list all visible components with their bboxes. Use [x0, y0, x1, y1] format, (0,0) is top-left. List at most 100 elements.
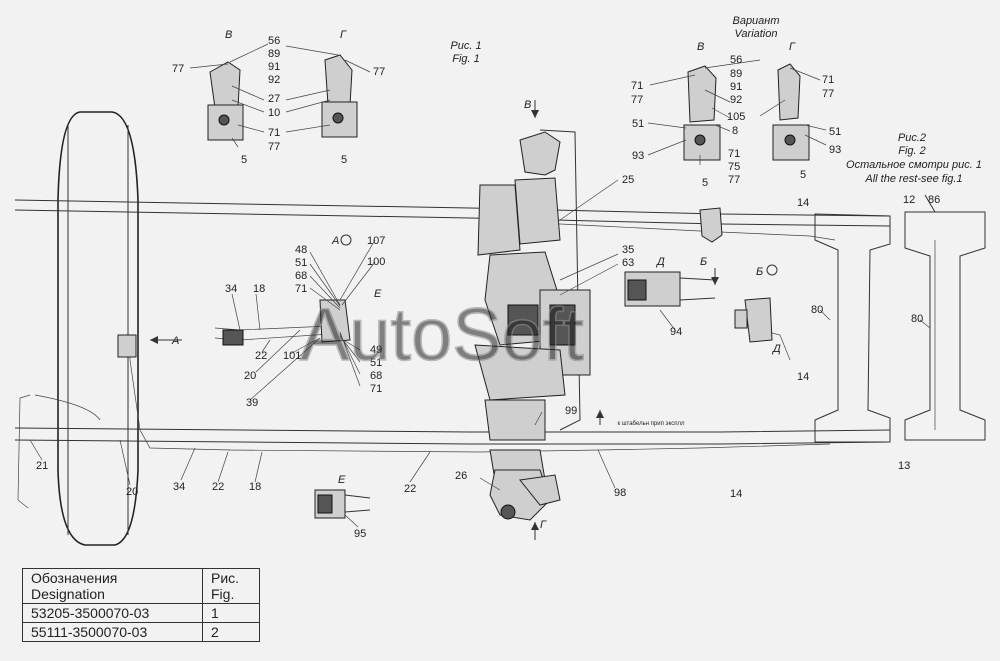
callout-label: 63 — [622, 257, 634, 269]
circle-marker-a — [340, 234, 352, 246]
watermark: AutoSoft — [300, 293, 584, 376]
callout-label: 93 — [829, 144, 841, 156]
view-letter: Б — [756, 266, 763, 278]
designation-cell: 55111-3500070-03 — [22, 622, 203, 642]
view-letter: Б — [700, 256, 707, 268]
callout-label: 77 — [373, 66, 385, 78]
caption-small-note: к штабельн прип эксплл — [617, 421, 685, 427]
callout-label: 22 — [404, 483, 416, 495]
callout-label: 56 — [268, 35, 280, 47]
callout-label: 77 — [268, 141, 280, 153]
callout-label: 34 — [225, 283, 237, 295]
callout-label: 51 — [370, 357, 382, 369]
callout-label: 26 — [455, 470, 467, 482]
header-designation: Обозначения Designation — [22, 568, 203, 604]
callout-label: 10 — [268, 107, 280, 119]
wheel-tire — [57, 111, 139, 546]
callout-label: 89 — [730, 68, 742, 80]
fitting-e-view — [314, 489, 371, 519]
callout-label: 71 — [295, 283, 307, 295]
caption-fig2-ru: Рис.2 — [898, 132, 926, 144]
callout-label: 22 — [255, 350, 267, 362]
callout-label: 13 — [898, 460, 910, 472]
designation-cell: 53205-3500070-03 — [22, 603, 203, 623]
detail-view-g-right — [772, 63, 810, 161]
callout-label: 27 — [268, 93, 280, 105]
callout-label: 105 — [727, 111, 745, 123]
view-letter: В — [524, 99, 531, 111]
header-fig: Рис. Fig. — [202, 568, 260, 604]
caption-variant-ru: Вариант — [732, 15, 779, 27]
marker-12-86 — [924, 194, 936, 213]
callout-label: 77 — [172, 63, 184, 75]
callout-label: 35 — [622, 244, 634, 256]
fig-cell: 2 — [202, 622, 260, 642]
callout-label: 71 — [370, 383, 382, 395]
view-letter: Г — [340, 29, 347, 41]
callout-label: 92 — [268, 74, 280, 86]
callout-label: 80 — [811, 304, 823, 316]
callout-label: 5 — [341, 154, 347, 166]
callout-label: 21 — [36, 460, 48, 472]
caption-fig1-ru: Рис. 1 — [450, 40, 481, 52]
callout-label: 77 — [822, 88, 834, 100]
caption-variant-en: Variation — [734, 28, 777, 40]
central-assembly — [474, 129, 591, 521]
view-letter: Д — [655, 256, 665, 268]
view-letter: А — [171, 335, 179, 347]
frame-rails — [14, 199, 986, 445]
table-header-row: Обозначения Designation Рис. Fig. — [22, 568, 260, 604]
callout-label: 56 — [730, 54, 742, 66]
callout-label: 5 — [800, 169, 806, 181]
callout-numbers: 77 56 89 91 92 27 10 71 77 5 77 5 71 77 … — [36, 35, 940, 540]
callout-label: 12 — [903, 194, 915, 206]
callout-label: 86 — [928, 194, 940, 206]
callout-label: 14 — [797, 371, 809, 383]
callout-label: 18 — [253, 283, 265, 295]
callout-label: 68 — [370, 370, 382, 382]
callout-label: 77 — [728, 174, 740, 186]
fig-cell: 1 — [202, 603, 260, 623]
detail-view-v-right — [683, 65, 721, 161]
callout-label: 34 — [173, 481, 185, 493]
callout-label: 77 — [631, 94, 643, 106]
callout-label: 5 — [241, 154, 247, 166]
callout-label: 99 — [565, 405, 577, 417]
callout-label: 75 — [728, 161, 740, 173]
view-letters: В Г В Г А А В Б Б Д Д Е Е Г — [171, 29, 796, 531]
callout-label: 5 — [702, 177, 708, 189]
callout-label: 14 — [797, 197, 809, 209]
callout-label: 80 — [911, 313, 923, 325]
detail-view-v-left — [207, 61, 244, 141]
callout-label: 89 — [268, 48, 280, 60]
circle-marker-b — [766, 264, 778, 276]
callout-label: 22 — [212, 481, 224, 493]
view-letter: Д — [771, 343, 781, 355]
callout-label: 51 — [829, 126, 841, 138]
callout-label: 68 — [295, 270, 307, 282]
leader-lines — [29, 43, 931, 528]
view-letter: Г — [540, 519, 547, 531]
callout-label: 49 — [370, 344, 382, 356]
view-letter: Е — [374, 288, 382, 300]
callout-label: 98 — [614, 487, 626, 499]
caption-fig2-en: Fig. 2 — [898, 145, 926, 157]
fitting-d-view — [624, 271, 716, 307]
callout-label: 94 — [670, 326, 682, 338]
caption-fig1-en: Fig. 1 — [452, 53, 480, 65]
caption-fig2-note-en: All the rest-see fig.1 — [864, 173, 962, 185]
valve-top-right — [699, 207, 723, 243]
table-row: 53205-3500070-03 1 — [22, 603, 260, 623]
callout-label: 20 — [126, 486, 138, 498]
view-letter: В — [225, 29, 232, 41]
callout-label: 91 — [730, 81, 742, 93]
view-arrows — [150, 100, 719, 540]
callout-label: 14 — [730, 488, 742, 500]
designation-table: Обозначения Designation Рис. Fig. 53205-… — [22, 568, 260, 642]
callout-label: 51 — [295, 257, 307, 269]
view-letter: Е — [338, 474, 346, 486]
block-left — [117, 299, 351, 358]
callout-label: 71 — [822, 74, 834, 86]
